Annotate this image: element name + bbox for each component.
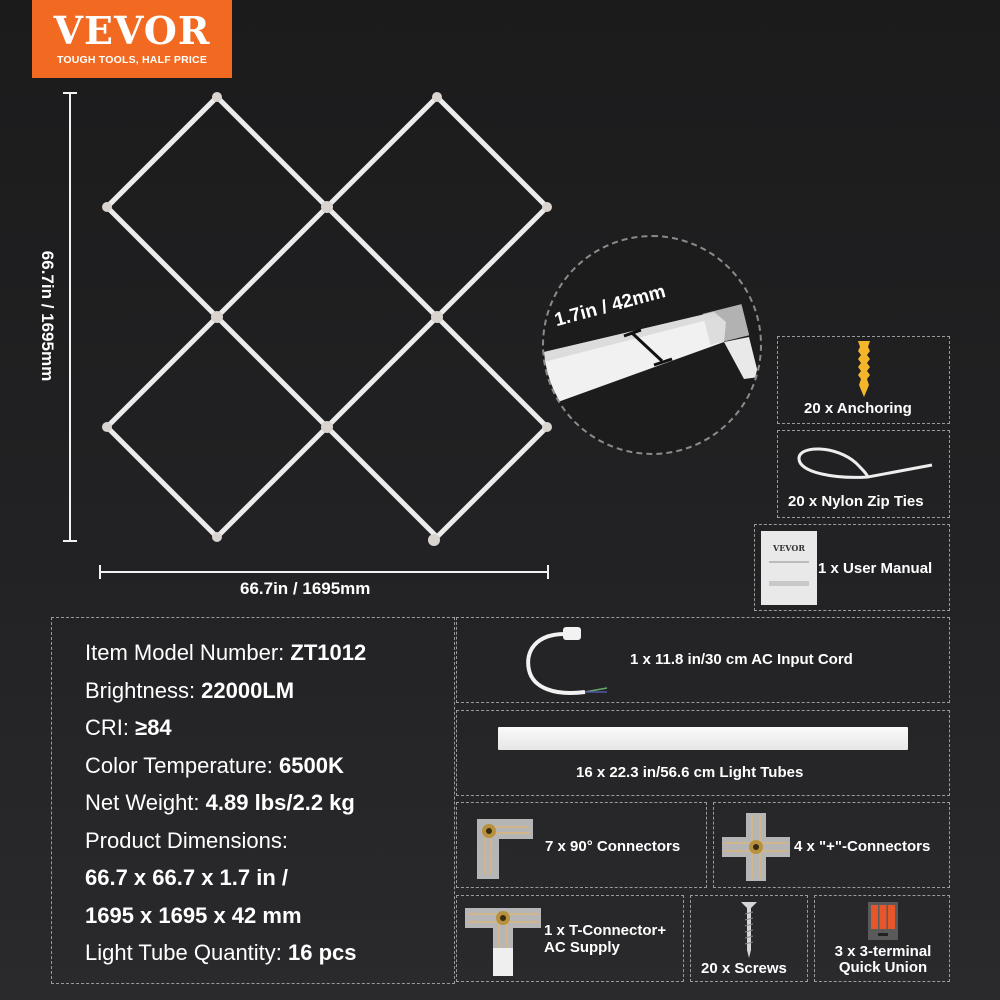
light-tube-closeup-icon <box>544 304 759 407</box>
vevor-logo: VEVOR TOUGH TOOLS, HALF PRICE <box>32 0 232 78</box>
spec-model: Item Model Number: ZT1012 <box>85 640 367 665</box>
accessory-zip-ties: 20 x Nylon Zip Ties <box>777 430 950 518</box>
manual-label: 1 x User Manual <box>818 560 933 577</box>
spec-dimensions-label: Product Dimensions: <box>85 827 288 853</box>
spec-dimensions-in: 66.7 x 66.7 x 1.7 in / <box>85 865 289 890</box>
t-connector-label: 1 x T-Connector+ AC Supply <box>544 922 667 956</box>
spec-cri: CRI: ≥84 <box>85 715 172 740</box>
spec-net-weight: Net Weight: 4.89 lbs/2.2 kg <box>85 790 355 815</box>
accessory-plus-connectors: 4 x "+"-Connectors <box>713 802 950 888</box>
screw-icon <box>741 902 757 958</box>
width-dimension-label: 66.7in / 1695mm <box>240 579 371 598</box>
anchoring-label: 20 x Anchoring <box>804 400 912 417</box>
hexagon-grid-light-illustration <box>102 92 552 546</box>
zip-ties-label: 20 x Nylon Zip Ties <box>788 493 924 510</box>
accessory-user-manual: VEVOR 1 x User Manual <box>754 524 950 611</box>
width-dimension-cap-left <box>99 565 101 579</box>
light-tubes-label: 16 x 22.3 in/56.6 cm Light Tubes <box>576 764 804 781</box>
spec-dimensions-mm: 1695 x 1695 x 42 mm <box>85 902 302 928</box>
brand-tagline: TOUGH TOOLS, HALF PRICE <box>56 54 208 66</box>
height-dimension-line <box>69 93 71 542</box>
manual-cover-brand: VEVOR <box>773 543 805 553</box>
accessory-ac-cord: 1 x 11.8 in/30 cm AC Input Cord <box>456 617 950 703</box>
height-dimension-cap-top <box>63 92 77 94</box>
ac-cord-label: 1 x 11.8 in/30 cm AC Input Cord <box>630 651 853 668</box>
accessory-quick-union: 3 x 3-terminal Quick Union <box>814 895 950 982</box>
manual-cover-icon: VEVOR <box>761 531 817 605</box>
t-connector-icon <box>465 908 541 976</box>
accessory-t-connector: 1 x T-Connector+ AC Supply <box>456 895 684 982</box>
plus-connectors-label: 4 x "+"-Connectors <box>794 838 931 855</box>
accessory-light-tubes: 16 x 22.3 in/56.6 cm Light Tubes <box>456 710 950 796</box>
90-degree-connector-icon <box>477 819 533 879</box>
quick-union-connector-icon <box>868 902 898 940</box>
tube-thickness-detail <box>542 235 762 455</box>
width-dimension-cap-right <box>547 565 549 579</box>
accessory-90-connectors: 7 x 90° Connectors <box>456 802 707 888</box>
spec-tube-quantity: Light Tube Quantity: 16 pcs <box>85 940 357 965</box>
90-connectors-label: 7 x 90° Connectors <box>545 838 681 855</box>
accessory-anchoring: 20 x Anchoring <box>777 336 950 424</box>
light-tube-icon <box>498 727 908 750</box>
wall-anchor-icon <box>858 341 870 397</box>
accessory-screws: 20 x Screws <box>690 895 808 982</box>
zip-tie-icon <box>797 447 933 479</box>
width-dimension-line <box>100 571 549 573</box>
spec-color-temperature: Color Temperature: 6500K <box>85 752 344 778</box>
ac-cord-icon <box>526 627 608 695</box>
quick-union-label: 3 x 3-terminal Quick Union <box>834 943 932 976</box>
plus-connector-icon <box>722 813 790 881</box>
spec-brightness: Brightness: 22000LM <box>85 677 295 703</box>
height-dimension-cap-bottom <box>63 540 77 542</box>
brand-name: VEVOR <box>53 8 211 53</box>
screws-label: 20 x Screws <box>701 960 787 977</box>
height-dimension-label: 66.7in / 1695mm <box>38 250 57 382</box>
specifications-panel: Item Model Number: ZT1012 Brightness: 22… <box>51 617 455 984</box>
